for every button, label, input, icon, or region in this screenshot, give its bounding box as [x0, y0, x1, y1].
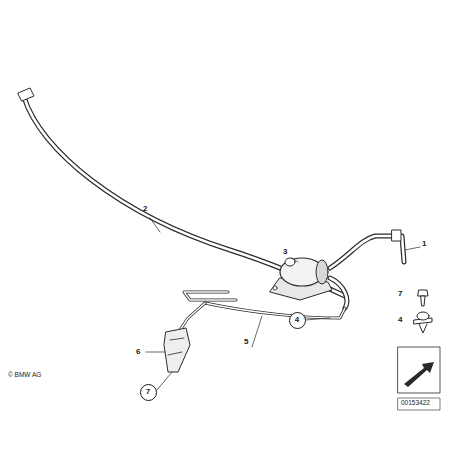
callout-number: 2 [143, 205, 147, 213]
copyright-note: 00153422 [401, 400, 430, 407]
callout-circle: 7 [140, 384, 157, 401]
callout-number: 5 [244, 338, 248, 346]
callout-circle: 4 [289, 312, 306, 329]
callout-number: 3 [283, 248, 287, 256]
callout-number: 7 [398, 290, 402, 298]
callout-number: 7 [146, 388, 150, 396]
callout-number: 4 [398, 316, 402, 324]
callout-number: 4 [295, 316, 299, 324]
callout-number: 6 [136, 348, 140, 356]
callout-number: 1 [422, 240, 426, 248]
copyright-note: © BMW AG [8, 372, 41, 379]
